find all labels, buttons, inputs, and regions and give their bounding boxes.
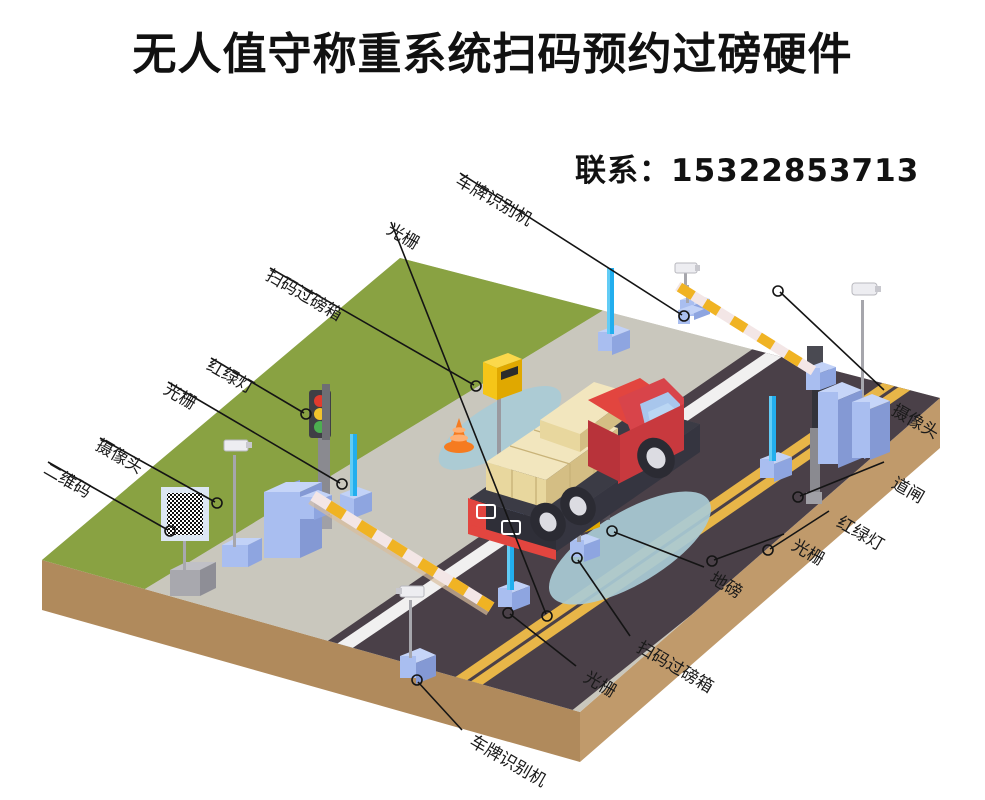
contact-phone: 联系：15322853713 <box>575 153 920 189</box>
light-curtain-pole-icon <box>340 434 372 518</box>
traffic-cone-icon <box>444 418 474 453</box>
light-curtain-pole-icon-top <box>598 268 630 355</box>
page-title: 无人值守称重系统扫码预约过磅硬件 <box>132 29 853 80</box>
barrier-gate-icon-left <box>300 490 495 616</box>
qr-code-sign-icon <box>161 487 216 596</box>
light-curtain-pole-icon-right <box>760 396 792 482</box>
cargo-truck-icon <box>468 378 700 560</box>
control-cabinet-icon-right-b <box>852 394 890 460</box>
grass-strip <box>42 258 612 592</box>
barrier-gate-icon-right <box>675 281 836 390</box>
leader-lines <box>47 172 885 731</box>
cctv-camera-icon <box>222 439 262 567</box>
light-curtain-pole-icon-bottom <box>498 524 530 611</box>
